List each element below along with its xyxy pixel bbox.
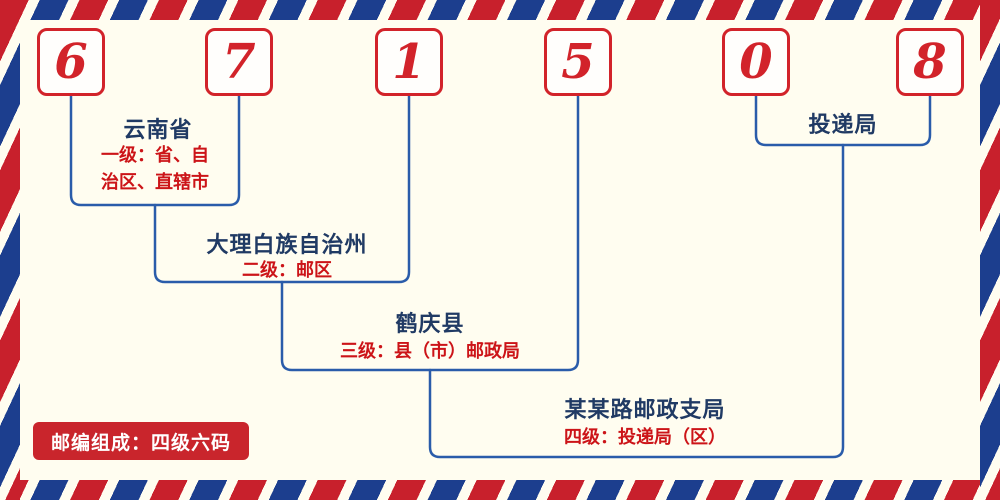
digit-6: 8	[913, 34, 947, 90]
digit-box-2: 7	[205, 28, 273, 96]
airmail-border-bottom	[0, 480, 1000, 500]
level2-desc-label: 二级：邮区	[242, 260, 332, 280]
airmail-border-top	[0, 0, 1000, 20]
digit-1: 6	[54, 34, 88, 90]
airmail-border-left	[0, 0, 20, 500]
digit-5: 0	[739, 34, 773, 90]
delivery-office-label: 投递局	[808, 112, 878, 137]
level4-place-label: 某某路邮政支局	[564, 397, 726, 422]
level3-place-label: 鹤庆县	[395, 311, 465, 336]
level2-place-label: 大理白族自治州	[206, 232, 368, 257]
digit-4: 5	[561, 34, 595, 90]
digit-box-1: 6	[37, 28, 105, 96]
digit-box-3: 1	[375, 28, 443, 96]
level1-desc-label: 一级：省、自 治区、直辖市	[101, 145, 209, 192]
digit-3: 1	[392, 34, 426, 90]
digit-box-5: 0	[722, 28, 790, 96]
level3-desc-label: 三级：县（市）邮政局	[340, 341, 520, 361]
digit-box-6: 8	[896, 28, 964, 96]
level4-desc-label: 四级：投递局（区）	[564, 427, 726, 447]
digit-box-4: 5	[544, 28, 612, 96]
level1-place-label: 云南省	[123, 117, 193, 142]
airmail-border-right	[980, 0, 1000, 500]
composition-badge: 邮编组成：四级六码	[33, 422, 250, 460]
digit-2: 7	[222, 34, 256, 90]
